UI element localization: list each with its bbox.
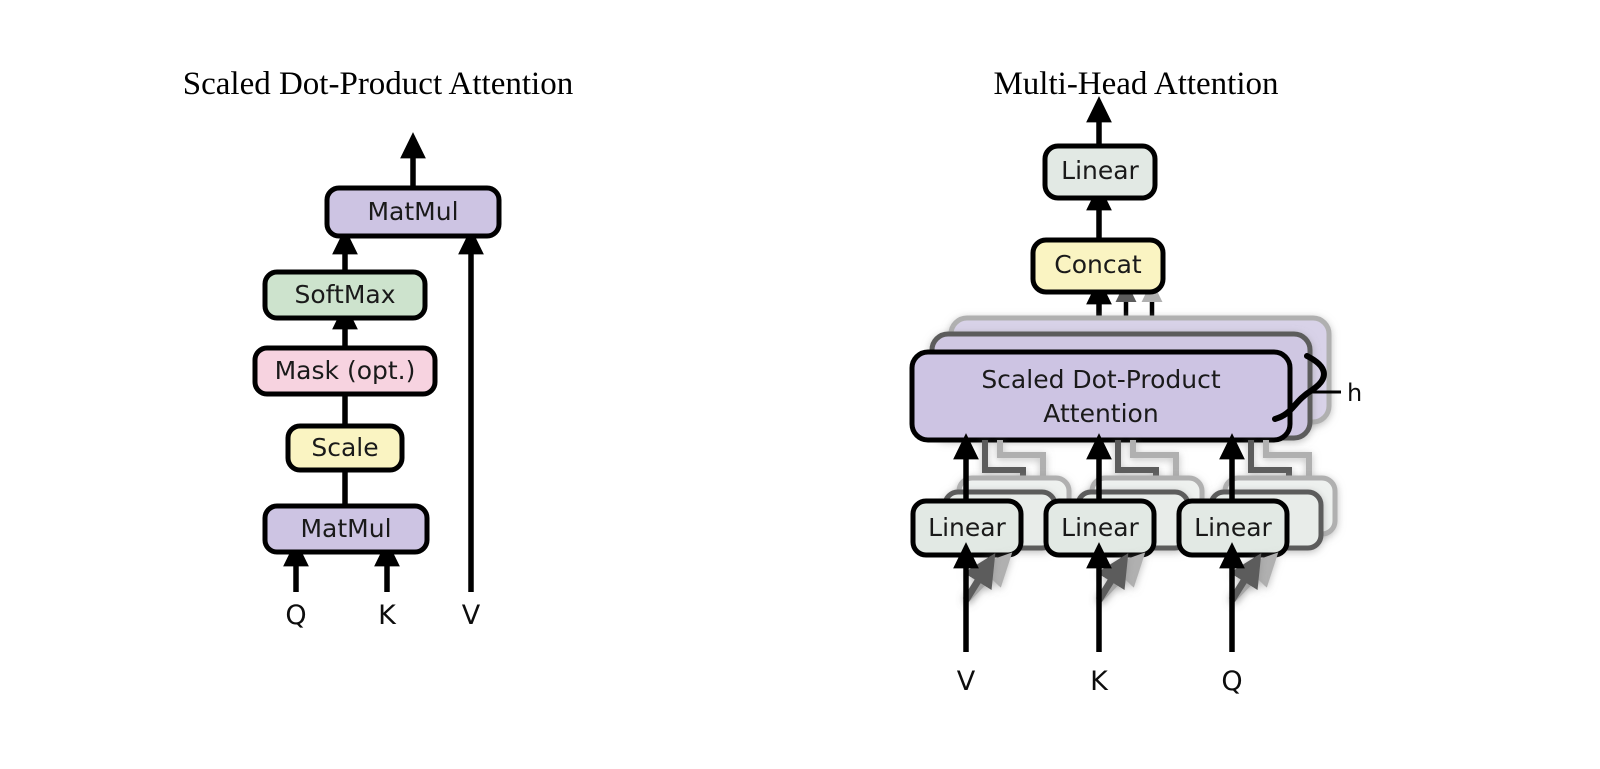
node-scale[interactable]: Scale xyxy=(285,423,405,473)
right-panel-title: Multi-Head Attention xyxy=(993,66,1278,102)
input-label-k-right: K xyxy=(1090,666,1109,697)
node-linear-k-label: Linear xyxy=(1061,513,1139,542)
right-panel: Multi-Head Attention Scaled Dot-Product … xyxy=(909,66,1362,697)
node-linear-out[interactable]: Linear xyxy=(1042,143,1158,201)
node-matmul-bottom-shape xyxy=(262,503,430,555)
node-linear-q-label: Linear xyxy=(1194,513,1272,542)
node-linear-out-shape xyxy=(1042,143,1158,201)
node-matmul-top-label: MatMul xyxy=(367,197,458,226)
node-softmax-label: SoftMax xyxy=(294,280,395,309)
node-scale-shape xyxy=(285,423,405,473)
input-splay-ghosts xyxy=(963,552,1279,603)
input-label-k: K xyxy=(378,600,397,631)
node-scaled-dot-product-attention[interactable]: Scaled Dot-Product Attention xyxy=(909,349,1293,443)
node-softmax-shape xyxy=(262,269,428,321)
input-label-q: Q xyxy=(285,600,306,631)
node-linear-out-label: Linear xyxy=(1061,156,1139,185)
node-matmul-bottom-label: MatMul xyxy=(300,514,391,543)
node-softmax[interactable]: SoftMax xyxy=(262,269,428,321)
node-attention-label-line1: Scaled Dot-Product xyxy=(981,365,1221,394)
input-label-v: V xyxy=(462,600,481,631)
input-label-v-right: V xyxy=(957,666,976,697)
node-matmul-top-shape xyxy=(324,185,502,239)
splay-v-mid xyxy=(963,553,996,602)
head-count-label: h xyxy=(1347,379,1362,407)
node-mask-label: Mask (opt.) xyxy=(275,356,416,385)
node-attention-label-line2: Attention xyxy=(1043,399,1158,428)
splay-q-mid xyxy=(1229,553,1262,602)
head-count-brace xyxy=(1272,353,1327,422)
splay-k-mid xyxy=(1096,553,1129,602)
node-linear-k[interactable]: Linear xyxy=(1043,498,1157,558)
node-linear-v-label: Linear xyxy=(928,513,1006,542)
node-concat-shape xyxy=(1030,237,1166,295)
node-mask[interactable]: Mask (opt.) xyxy=(252,345,438,397)
input-label-q-right: Q xyxy=(1221,666,1242,697)
node-concat-label: Concat xyxy=(1054,250,1142,279)
node-linear-v[interactable]: Linear xyxy=(910,498,1024,558)
node-matmul-top[interactable]: MatMul xyxy=(324,185,502,239)
node-linear-q[interactable]: Linear xyxy=(1176,498,1290,558)
left-panel: Scaled Dot-Product Attention MatMul Soft… xyxy=(183,66,573,631)
left-panel-title: Scaled Dot-Product Attention xyxy=(183,66,573,102)
node-matmul-bottom[interactable]: MatMul xyxy=(262,503,430,555)
node-scale-label: Scale xyxy=(311,433,378,462)
node-concat[interactable]: Concat xyxy=(1030,237,1166,295)
node-mask-shape xyxy=(252,345,438,397)
